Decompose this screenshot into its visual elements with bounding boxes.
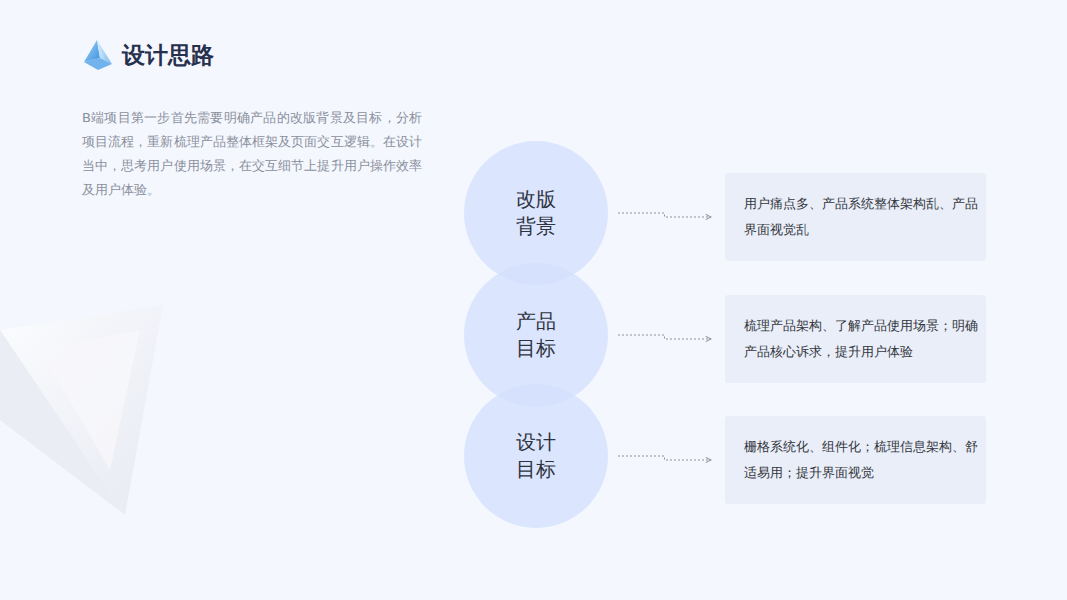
title-icon xyxy=(84,40,112,70)
circle-label: 改版 背景 xyxy=(510,186,562,240)
text-box: 栅格系统化、组件化；梳理信息架构、舒适易用；提升界面视觉 xyxy=(725,416,986,504)
box-text: 栅格系统化、组件化；梳理信息架构、舒适易用；提升界面视觉 xyxy=(744,434,978,486)
circle-label: 产品 目标 xyxy=(510,308,562,362)
text-box: 梳理产品架构、了解产品使用场景；明确产品核心诉求，提升用户体验 xyxy=(725,295,986,383)
dotted-arrow xyxy=(618,213,711,217)
decor-triangle xyxy=(0,305,163,515)
circle-label: 设计 目标 xyxy=(510,429,562,483)
box-text: 梳理产品架构、了解产品使用场景；明确产品核心诉求，提升用户体验 xyxy=(744,313,978,365)
dotted-arrow xyxy=(618,456,711,460)
box-text: 用户痛点多、产品系统整体架构乱、产品界面视觉乱 xyxy=(744,191,978,243)
page-title: 设计思路 xyxy=(122,40,214,70)
text-box: 用户痛点多、产品系统整体架构乱、产品界面视觉乱 xyxy=(725,173,986,261)
circle-fill xyxy=(464,384,608,528)
circle-shape xyxy=(464,384,608,528)
intro-paragraph: B端项目第一步首先需要明确产品的改版背景及目标，分析项目流程，重新梳理产品整体框… xyxy=(82,106,422,202)
topic-circle: 设计 目标 xyxy=(464,384,608,528)
dotted-arrow xyxy=(618,335,711,339)
